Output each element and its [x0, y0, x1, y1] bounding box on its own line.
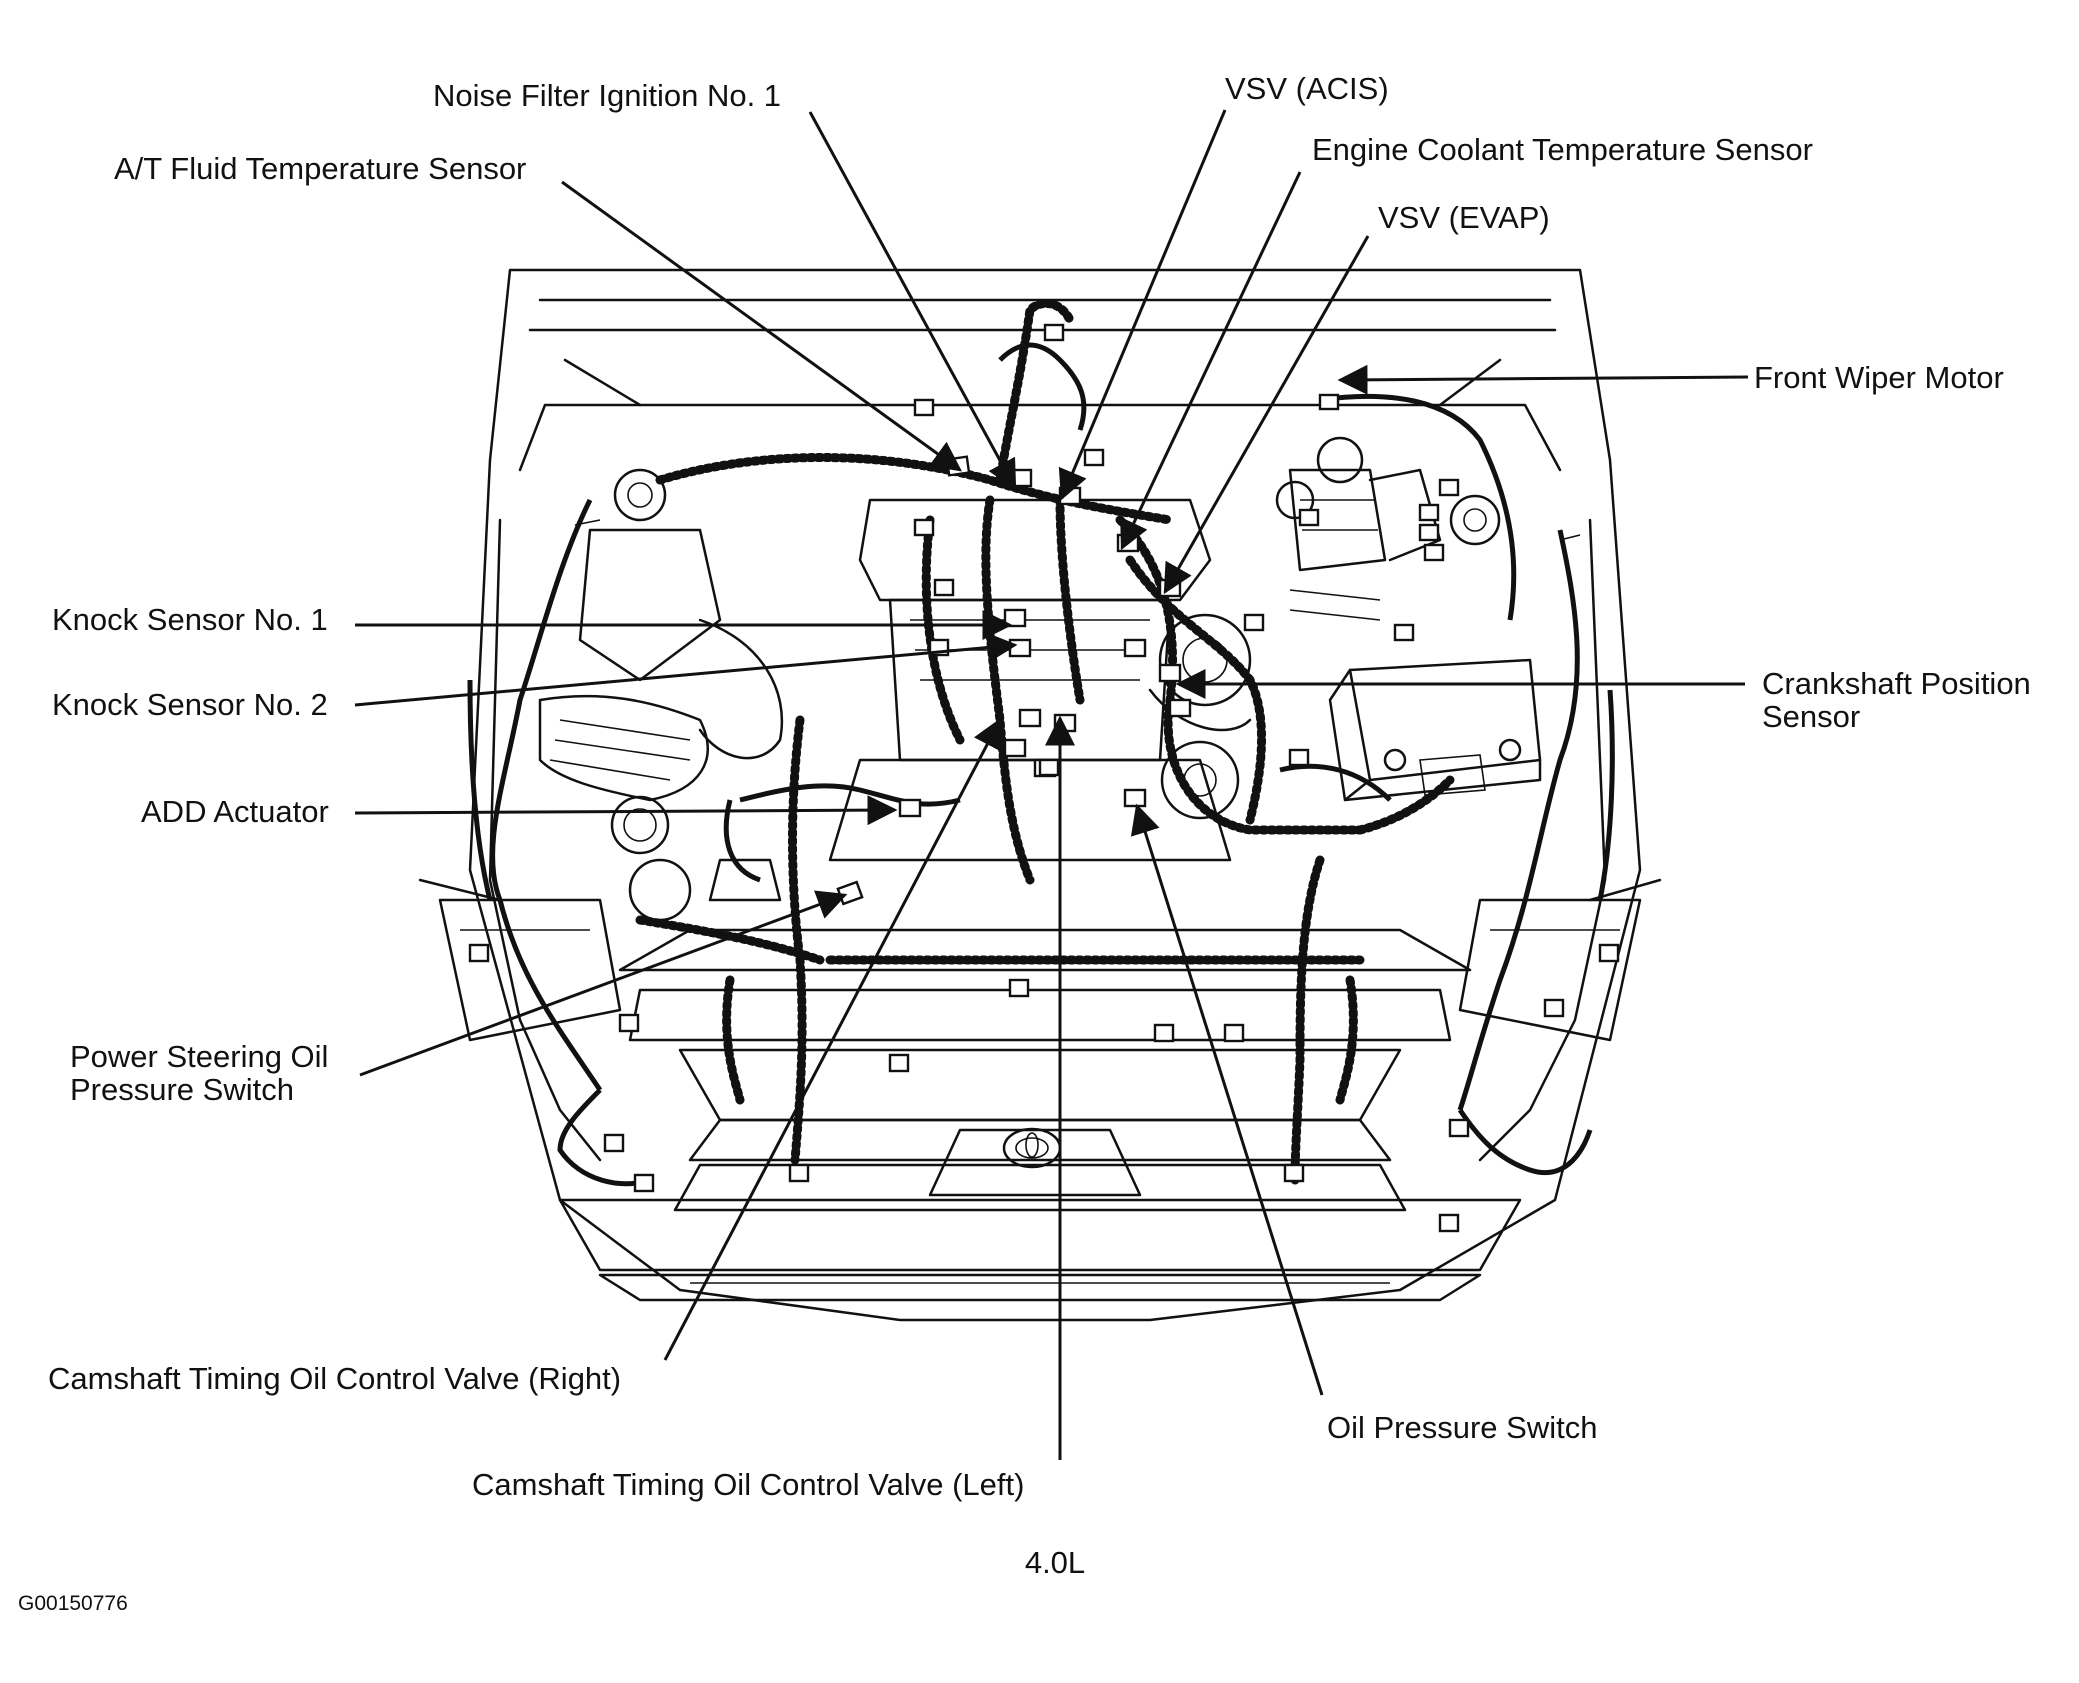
label-power-steering-oil-pressure-switch: Power Steering Oil Pressure Switch	[70, 1039, 329, 1107]
leader-knock2	[354, 632, 1018, 707]
label-engine-coolant-temperature-sensor: Engine Coolant Temperature Sensor	[1312, 132, 1813, 167]
leader-lines	[354, 109, 1749, 1460]
leader-coolant	[1120, 171, 1302, 551]
label-camshaft-timing-valve-left: Camshaft Timing Oil Control Valve (Left)	[472, 1467, 1025, 1502]
engine-size-caption: 4.0L	[1024, 1545, 1086, 1580]
connectors	[468, 323, 1620, 1233]
leader-at-fluid	[561, 180, 963, 472]
label-noise-filter-ignition: Noise Filter Ignition No. 1	[433, 78, 782, 113]
leader-cam-right	[663, 717, 1002, 1361]
label-front-wiper-motor: Front Wiper Motor	[1754, 360, 2004, 395]
label-camshaft-timing-valve-right: Camshaft Timing Oil Control Valve (Right…	[48, 1361, 622, 1396]
engine-components	[538, 436, 1581, 922]
label-crankshaft-position-sensor: Crankshaft Position Sensor	[1762, 666, 2031, 734]
label-vsv-evap: VSV (EVAP)	[1378, 200, 1550, 235]
leader-vsv-acis	[1058, 109, 1227, 501]
vehicle-body-outline	[418, 268, 1662, 1322]
label-vsv-acis: VSV (ACIS)	[1225, 71, 1389, 106]
label-knock-sensor-2: Knock Sensor No. 2	[52, 687, 328, 722]
label-add-actuator: ADD Actuator	[141, 794, 329, 829]
leader-add	[354, 795, 898, 826]
leader-vsv-evap	[1163, 235, 1370, 595]
leader-noise-filter	[808, 111, 1017, 491]
wiring-harness	[635, 299, 1455, 1185]
leader-front-wiper	[1337, 364, 1749, 395]
label-knock-sensor-1: Knock Sensor No. 1	[52, 602, 328, 637]
label-oil-pressure-switch: Oil Pressure Switch	[1327, 1410, 1598, 1445]
leader-ps-switch	[359, 890, 848, 1077]
leader-oil-pressure	[1130, 803, 1324, 1396]
label-at-fluid-temperature-sensor: A/T Fluid Temperature Sensor	[114, 151, 527, 186]
figure-code: G00150776	[18, 1592, 128, 1615]
